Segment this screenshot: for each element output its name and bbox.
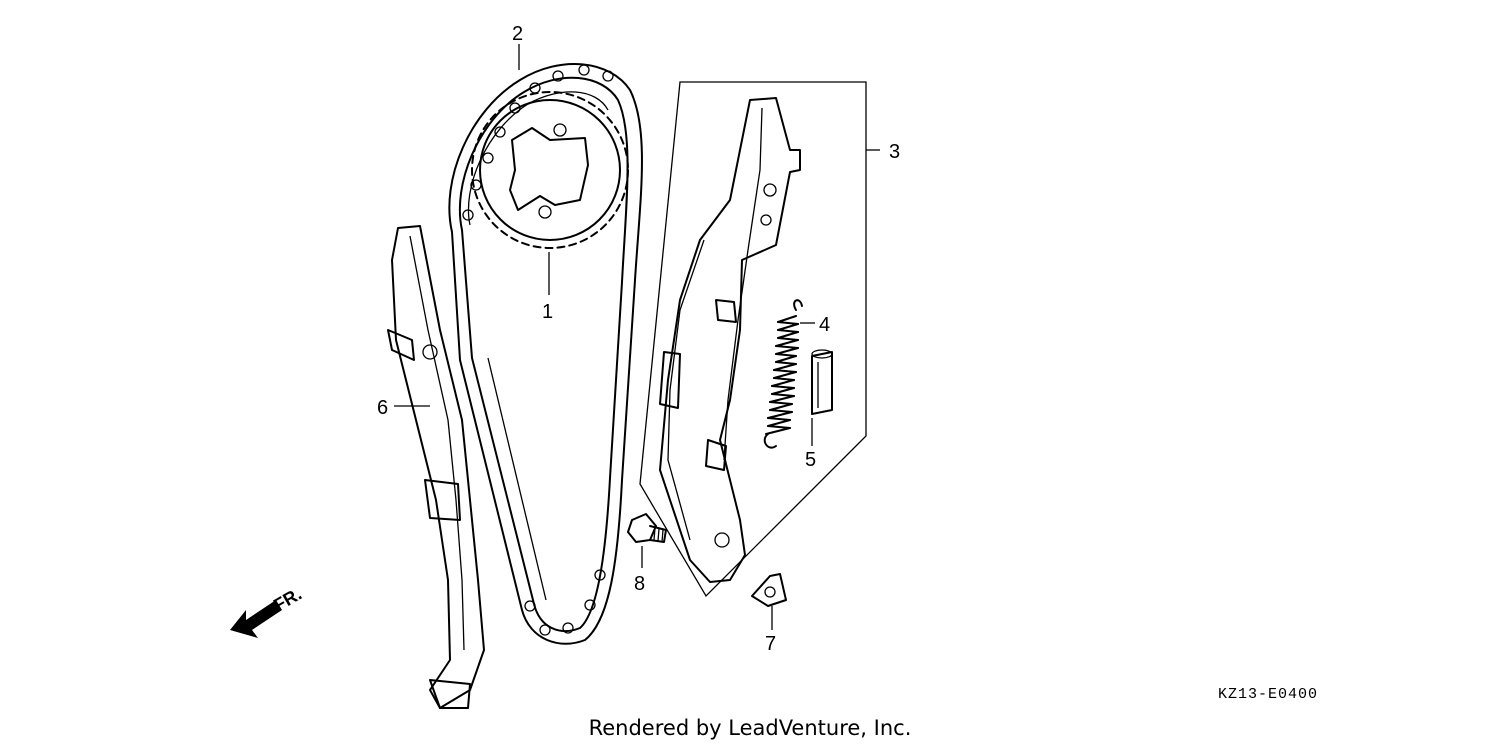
callout-4: 4	[819, 314, 830, 336]
chain-links	[462, 64, 614, 636]
tensioner-assembly-box	[639, 81, 867, 598]
tensioner-spring	[763, 299, 803, 449]
tensioner-arm	[659, 97, 801, 583]
callout-5: 5	[805, 449, 816, 471]
cam-chain	[448, 63, 643, 645]
callout-6: 6	[377, 397, 388, 419]
leader-lines	[394, 44, 880, 630]
callout-1: 1	[542, 301, 553, 323]
callout-3: 3	[889, 141, 900, 163]
chain-guide	[387, 225, 485, 709]
washer-plate	[751, 573, 787, 607]
render-credit: Rendered by LeadVenture, Inc.	[588, 716, 912, 740]
front-direction-arrow: FR.	[230, 584, 305, 638]
cam-sprocket	[471, 91, 629, 249]
callout-numbers: 2 1 3 4 5 6 7 8	[377, 23, 900, 655]
bolt	[627, 513, 667, 543]
callout-2: 2	[512, 23, 523, 45]
callout-8: 8	[634, 573, 645, 595]
collar	[811, 349, 833, 415]
callout-7: 7	[765, 633, 776, 655]
diagram-code: KZ13-E0400	[1218, 686, 1319, 703]
